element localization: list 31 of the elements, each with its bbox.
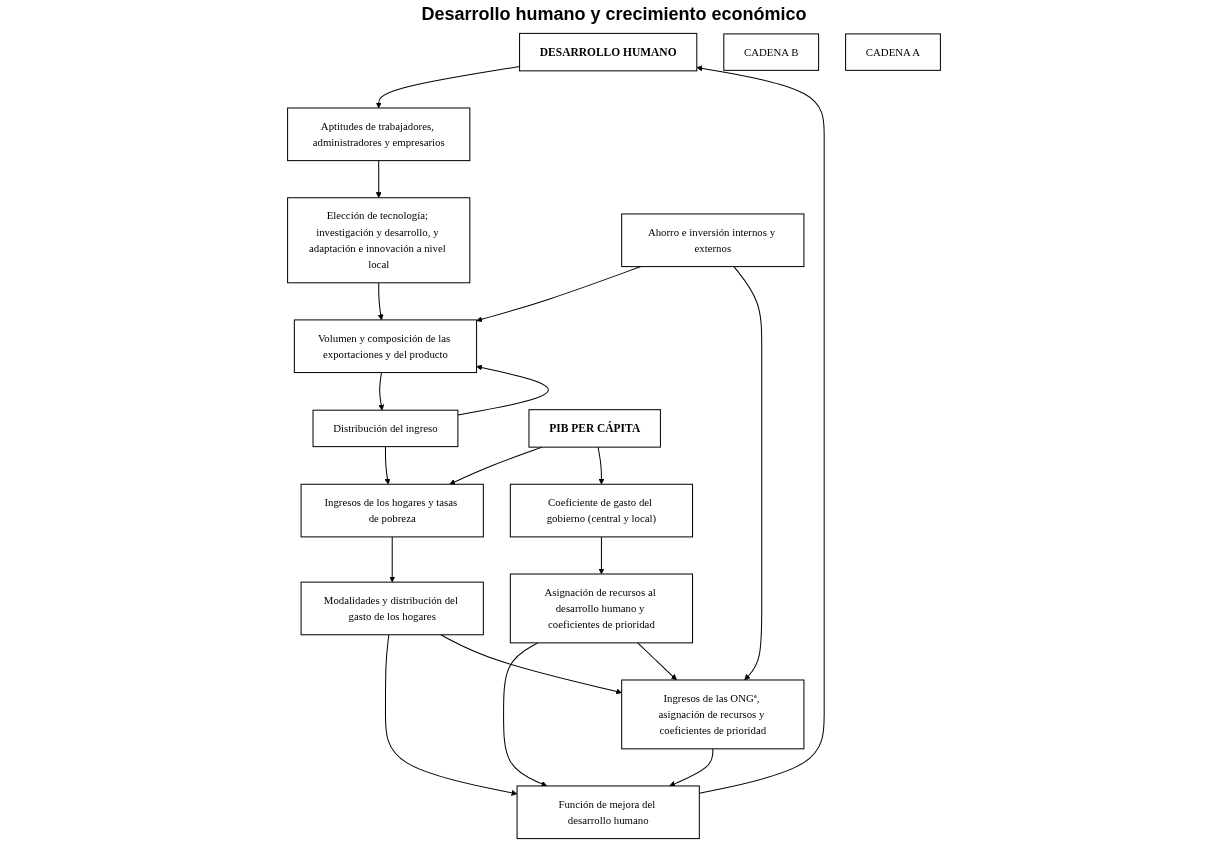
node-box: PIB PER CÁPITA: [528, 409, 661, 448]
arrow: [696, 65, 825, 794]
arrow: [377, 282, 384, 321]
arrow: [375, 160, 382, 198]
node-box: CADENA B: [723, 33, 820, 71]
arrow: [637, 642, 677, 681]
node-box: DESARROLLO HUMANO: [519, 32, 698, 72]
node-box: Ingresos de los hogares y tasas de pobreza: [300, 483, 484, 538]
node-box: Asignación de recursos al desarrollo humano y coeficientes de prioridad: [509, 573, 694, 644]
arrow: [733, 266, 763, 681]
node-box: Aptitudes de trabajadores, administradores y empresarios: [287, 107, 471, 162]
arrow: [457, 364, 549, 416]
node-box: Distribución del ingreso: [312, 409, 459, 448]
diagram-title: Desarrollo humano y crecimiento económico: [420, 3, 808, 26]
arrow: [503, 642, 548, 787]
arrow: [389, 536, 396, 583]
arrow: [384, 446, 391, 485]
node-box: Elección de tecnología; investigación y desarrollo, y adaptación e innovación a nivel local: [287, 197, 471, 284]
arrow: [598, 536, 605, 575]
arrow: [669, 748, 714, 787]
arrow: [440, 634, 622, 695]
arrow: [597, 446, 605, 485]
node-box: Coeficiente de gasto del gobierno (central y local): [509, 483, 694, 538]
node-box: Ingresos de las ONGª, asignación de recursos y coeficientes de prioridad: [621, 679, 805, 750]
arrow: [378, 372, 385, 411]
arrow: [384, 634, 518, 796]
node-box: Ahorro e inversión internos y externos: [621, 213, 805, 268]
node-box: Volumen y composición de las exportaciones y del producto: [293, 319, 478, 374]
node-box: Función de mejora del desarrollo humano: [516, 785, 700, 840]
node-box: Modalidades y distribución del gasto de los hogares: [300, 581, 484, 636]
node-box: CADENA A: [845, 33, 941, 71]
